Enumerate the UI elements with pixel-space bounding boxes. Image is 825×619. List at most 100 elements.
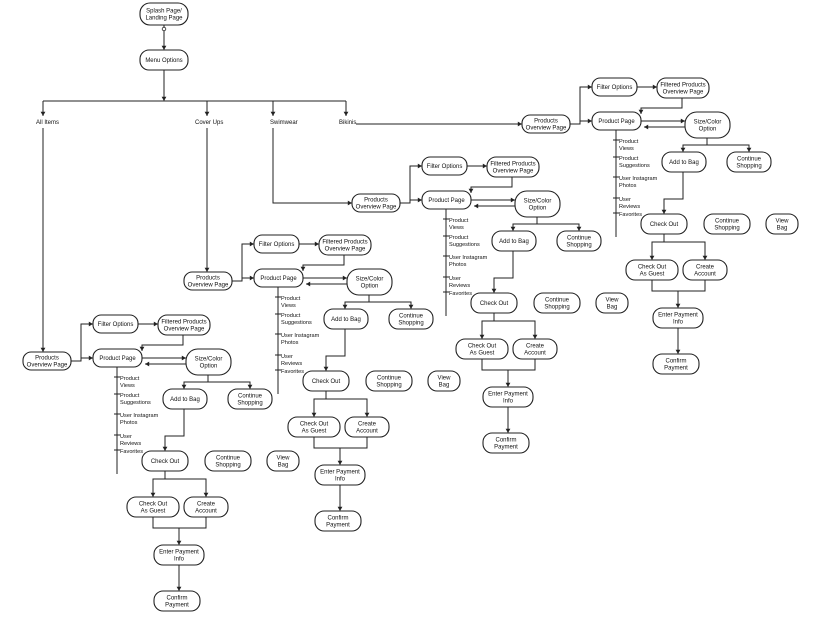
text-line: Overview Page (493, 169, 534, 175)
arrowhead (40, 111, 46, 116)
all-items-flow-account-to-payment (179, 517, 207, 529)
feature-label: User Instagram (619, 176, 658, 182)
arrowhead (270, 111, 276, 116)
swimwear-flow-confirm-payment-shape (482, 432, 530, 454)
swimwear-flow-filter-options: Filter Options (421, 156, 468, 176)
cover-ups-flow-product-page: Product Page (253, 268, 304, 288)
text-line: Products (364, 198, 388, 204)
cover-ups-flow-checkout-to-account (326, 398, 368, 417)
category-label: Bikinis (339, 120, 356, 126)
all-items-flow-check-out-guest-shape (126, 496, 180, 518)
cover-ups-flow-check-out-shape (302, 370, 350, 392)
arrowhead (337, 506, 343, 511)
text-line: Payment (326, 523, 350, 529)
text-line: Shopping (714, 226, 739, 232)
text-line: Info (335, 477, 346, 483)
text-line: Option (361, 284, 379, 290)
text-line: Info (503, 399, 514, 405)
text-line: Shopping (398, 321, 423, 327)
arrowhead (204, 111, 210, 116)
text-line: Account (195, 509, 217, 515)
category-label: Swimwear (270, 120, 298, 126)
swimwear-flow-account-to-payment (508, 359, 536, 371)
text-line: Add to Bag (499, 239, 529, 245)
text-line: Enter Payment (159, 550, 199, 556)
text-line: Product Page (260, 276, 297, 282)
arrowhead (306, 281, 311, 287)
arrowhead (88, 321, 93, 327)
text-line: Enter Payment (658, 313, 698, 319)
feature-label: Reviews (619, 204, 640, 210)
feature-label: User Instagram (281, 333, 320, 339)
cover-ups-flow-filtered-to-product (302, 255, 345, 271)
arrowhead (249, 275, 254, 281)
all-items-flow-check-out: Check Out (141, 450, 189, 472)
text-line: Payment (494, 445, 518, 451)
feature-label: Product (619, 139, 639, 145)
arrowhead (176, 586, 182, 591)
cover-ups-flow-size-to-continue (369, 301, 412, 309)
feature-label: Reviews (449, 283, 470, 289)
text-line: Splash Page/ (146, 9, 182, 15)
text-line: View (776, 219, 790, 225)
text-line: Size/Color (694, 120, 722, 126)
text-line: View (606, 298, 620, 304)
all-items-flow-products-overview-shape (22, 351, 72, 371)
arrowhead (680, 147, 686, 152)
arrowhead (139, 346, 145, 351)
text-line: Info (174, 557, 185, 563)
arrowhead (675, 349, 681, 354)
cover-ups-flow-add-to-bag-shape (323, 308, 369, 330)
arrowhead (343, 111, 349, 116)
feature-label: Product (120, 376, 140, 382)
feature-label: Views (120, 383, 135, 389)
text-line: Bag (439, 383, 450, 389)
all-items-flow-size-color-shape (185, 348, 232, 376)
swimwear-flow-filtered-overview-shape (486, 156, 540, 178)
all-items-flow-guest-to-payment (152, 517, 180, 545)
all-items-flow-size-to-continue (208, 381, 251, 389)
bikinis-flow-size-color-shape (684, 111, 731, 139)
bikinis-flow-check-out-guest-shape (625, 259, 679, 281)
connector-lines (40, 25, 752, 591)
text-line: Shopping (376, 383, 401, 389)
text-line: As Guest (141, 509, 166, 515)
swimwear-flow-filter-options-shape (421, 156, 468, 176)
arrowhead (161, 45, 167, 50)
text-line: Filtered Products (322, 240, 367, 246)
swimwear-flow-check-out-shape (470, 292, 518, 314)
text-line: Payment (664, 366, 688, 372)
swimwear-flow-to-filter (400, 165, 422, 204)
arrowhead (661, 209, 667, 214)
feature-label: Product (120, 393, 140, 399)
text-line: Check Out (312, 379, 341, 385)
bikinis-flow-add-to-checkout (663, 172, 684, 214)
bikinis-flow-size-to-add (682, 138, 708, 152)
cover-ups-flow-continue-shopping-shape (388, 308, 434, 330)
arrowhead (40, 347, 46, 352)
all-items-flow-add-to-bag-shape (162, 388, 208, 410)
swimwear-flow-add-to-bag: Add to Bag (491, 230, 537, 252)
text-line: Product Page (598, 119, 635, 125)
text-line: Overview Page (188, 283, 229, 289)
all-items-flow-add-to-checkout (164, 409, 185, 451)
text-line: Shopping (566, 243, 591, 249)
swimwear-flow-size-to-add (512, 217, 538, 231)
swimwear-flow-create-account-shape (512, 338, 558, 360)
